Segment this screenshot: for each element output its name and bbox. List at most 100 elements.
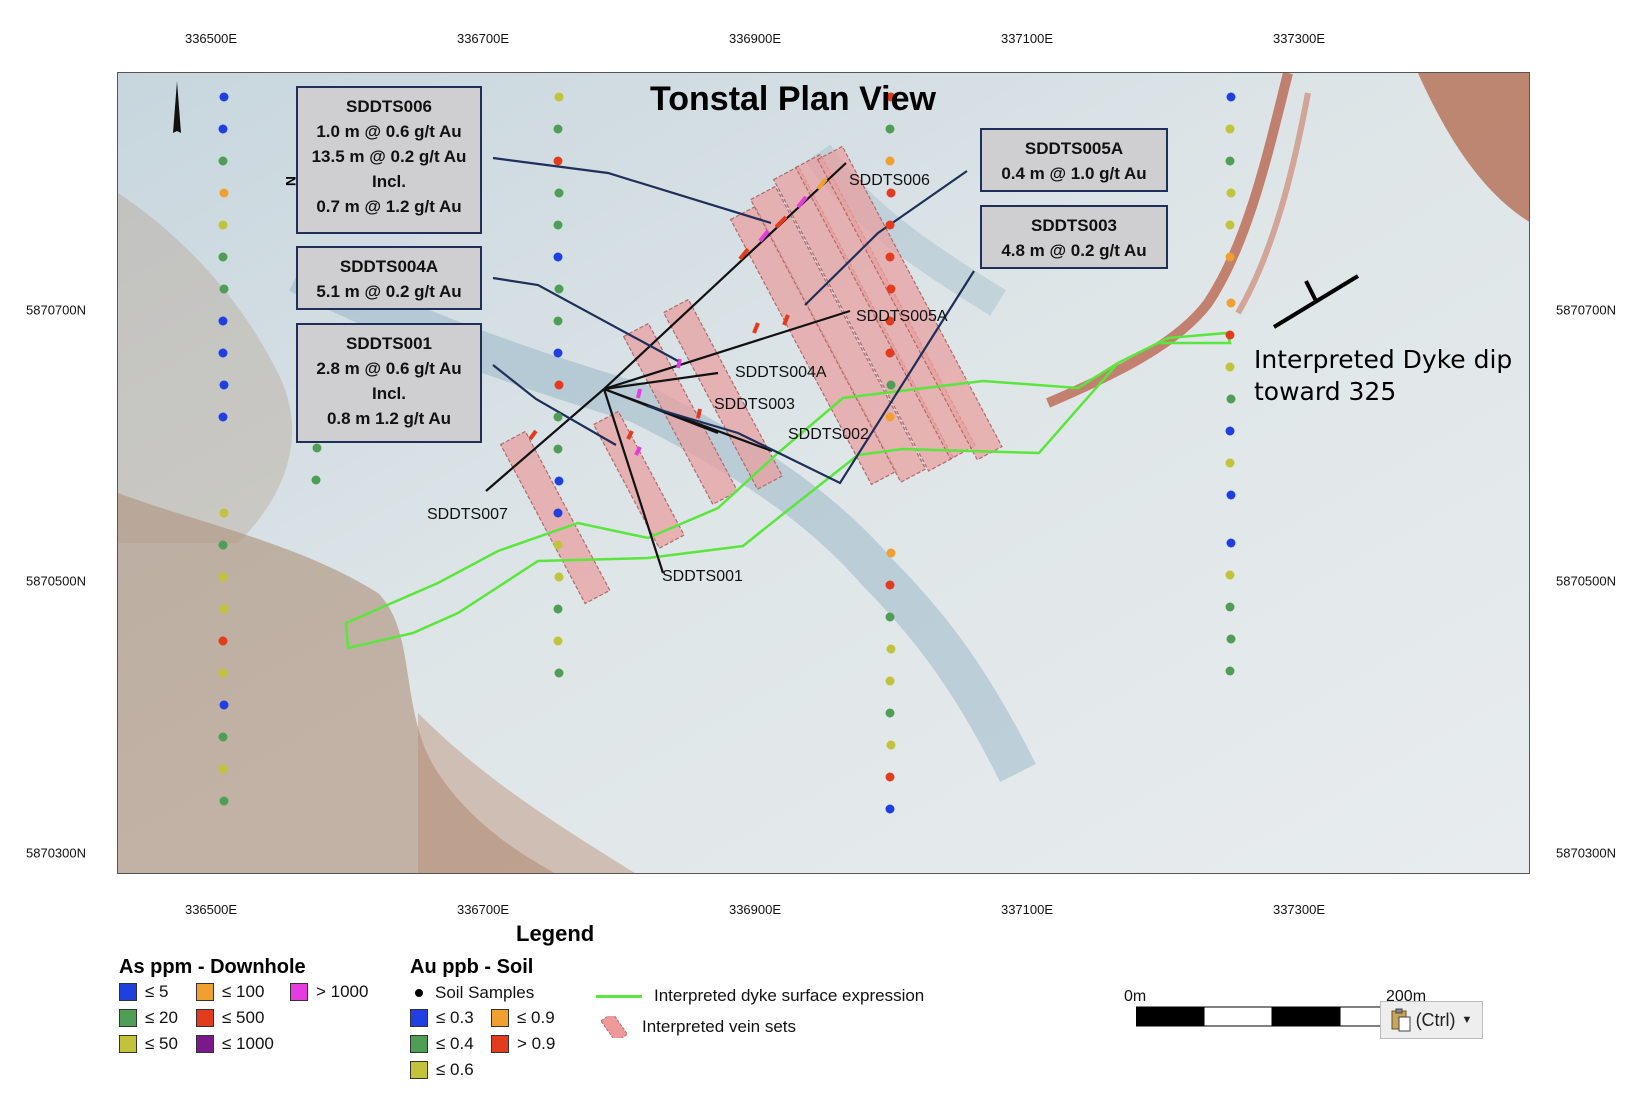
soil-sample-dot <box>885 316 895 326</box>
soil-sample-dot <box>553 348 563 358</box>
legend-as-item: ≤ 100 <box>196 982 264 1002</box>
soil-sample-dot <box>1225 426 1235 436</box>
soil-sample-dot <box>219 380 229 390</box>
soil-sample-dot <box>553 124 563 134</box>
leader-sddts001 <box>492 364 617 446</box>
callout-sddts006: SDDTS006 1.0 m @ 0.6 g/t Au 13.5 m @ 0.2… <box>296 86 482 234</box>
soil-sample-dot <box>218 124 228 134</box>
easting-label-top-2: 336700E <box>456 31 510 46</box>
callout-line: SDDTS001 <box>346 334 432 353</box>
soil-sample-dot <box>1225 602 1235 612</box>
soil-sample-dot <box>1226 490 1236 500</box>
assay-mark <box>696 408 702 419</box>
terrain-scarp-secondary <box>1235 92 1311 315</box>
map-canvas[interactable]: N <box>117 72 1530 874</box>
soil-sample-dot <box>218 668 228 678</box>
clipboard-icon <box>1391 1008 1411 1032</box>
soil-sample-dot <box>553 220 563 230</box>
soil-sample-dot <box>219 92 229 102</box>
vein-swatch-icon <box>600 1016 629 1038</box>
legend-dyke: Interpreted dyke surface expression <box>596 986 924 1006</box>
assay-mark <box>774 215 788 229</box>
soil-sample-dot <box>886 548 896 558</box>
soil-sample-dot <box>1226 92 1236 102</box>
soil-sample-dot <box>885 804 895 814</box>
legend-swatch <box>196 983 214 1001</box>
soil-sample-dot <box>885 124 895 134</box>
trace-sddts004a <box>603 371 719 391</box>
easting-label-top-5: 337300E <box>1272 31 1326 46</box>
northing-label-right-1: 5870700N <box>1556 302 1616 318</box>
callout-line: 5.1 m @ 0.2 g/t Au <box>316 282 462 301</box>
soil-sample-dot <box>554 188 564 198</box>
legend-swatch <box>119 1035 137 1053</box>
soil-sample-dot <box>553 604 563 614</box>
legend-as-item: ≤ 1000 <box>196 1034 274 1054</box>
scale-bar <box>1136 1006 1409 1027</box>
soil-sample-dot <box>1226 634 1236 644</box>
callout-line: SDDTS006 <box>346 97 432 116</box>
callout-line: Incl. <box>371 384 406 403</box>
soil-sample-dot <box>1225 458 1235 468</box>
soil-sample-dot <box>554 380 564 390</box>
soil-sample-dot <box>885 156 895 166</box>
soil-sample-dot <box>219 508 229 518</box>
easting-label-top-1: 336500E <box>184 31 238 46</box>
legend-title: Legend <box>516 921 595 946</box>
assay-mark <box>796 195 808 209</box>
soil-sample-dot <box>886 188 896 198</box>
soil-sample-dot <box>218 540 228 550</box>
legend-au-item: ≤ 0.9 <box>491 1008 555 1028</box>
soil-sample-dot <box>1226 538 1236 548</box>
callout-sddts005a: SDDTS005A 0.4 m @ 1.0 g/t Au <box>980 128 1168 192</box>
soil-sample-dot <box>1225 156 1235 166</box>
soil-sample-dot <box>554 572 564 582</box>
soil-sample-dot <box>553 540 563 550</box>
vein-set-3 <box>622 322 739 506</box>
drillhole-label-sddts002: SDDTS002 <box>788 426 869 443</box>
soil-sample-dot <box>1225 124 1235 134</box>
soil-sample-dot <box>1225 330 1235 340</box>
soil-sample-dot <box>219 796 229 806</box>
leader-sddts006 <box>492 156 772 225</box>
legend-vein: Interpreted vein sets <box>600 1016 796 1038</box>
drillhole-label-sddts003: SDDTS003 <box>714 396 795 413</box>
soil-sample-dot <box>886 92 896 102</box>
legend-swatch <box>196 1009 214 1027</box>
soil-sample-dot <box>219 700 229 710</box>
dyke-outline <box>344 331 1232 650</box>
soil-sample-dot <box>218 732 228 742</box>
callout-line: Incl. <box>371 172 406 191</box>
scale-start-label: 0m <box>1124 988 1147 1005</box>
legend-swatch <box>410 1035 428 1053</box>
soil-sample-dot <box>218 764 228 774</box>
soil-sample-dot <box>311 475 321 485</box>
soil-sample-dot <box>1226 298 1236 308</box>
vein-sets <box>499 145 1003 605</box>
soil-sample-dot <box>553 316 563 326</box>
terrain-scarp <box>1046 73 1293 408</box>
legend-swatch <box>290 983 308 1001</box>
legend-au-item: ≤ 0.6 <box>410 1060 474 1080</box>
soil-sample-dot <box>885 772 895 782</box>
drillhole-label-sddts006: SDDTS006 <box>849 172 930 189</box>
callout-line: 2.8 m @ 0.6 g/t Au <box>316 359 462 378</box>
legend-as-item: > 1000 <box>290 982 368 1002</box>
dyke-dip-label: Interpreted Dyke dip toward 325 <box>1254 345 1513 406</box>
callout-leaders <box>492 156 975 485</box>
callout-sddts003: SDDTS003 4.8 m @ 0.2 g/t Au <box>980 205 1168 269</box>
map-drawing <box>118 73 1529 873</box>
soil-sample-dot <box>219 284 229 294</box>
callout-sddts001: SDDTS001 2.8 m @ 0.6 g/t Au Incl. 0.8 m … <box>296 323 482 443</box>
paste-options-button[interactable]: (Ctrl) ▼ <box>1380 1001 1483 1039</box>
assay-mark <box>636 388 642 399</box>
soil-sample-dot <box>218 348 228 358</box>
soil-sample-dot <box>218 252 228 262</box>
assay-mark <box>676 358 682 369</box>
northing-label-left-2: 5870500N <box>26 573 86 589</box>
terrain-slope-southwest <box>118 493 555 873</box>
soil-sample-dot <box>218 156 228 166</box>
legend-swatch <box>410 1061 428 1079</box>
soil-sample-dot <box>886 644 896 654</box>
terrain-slope-west <box>118 193 293 543</box>
